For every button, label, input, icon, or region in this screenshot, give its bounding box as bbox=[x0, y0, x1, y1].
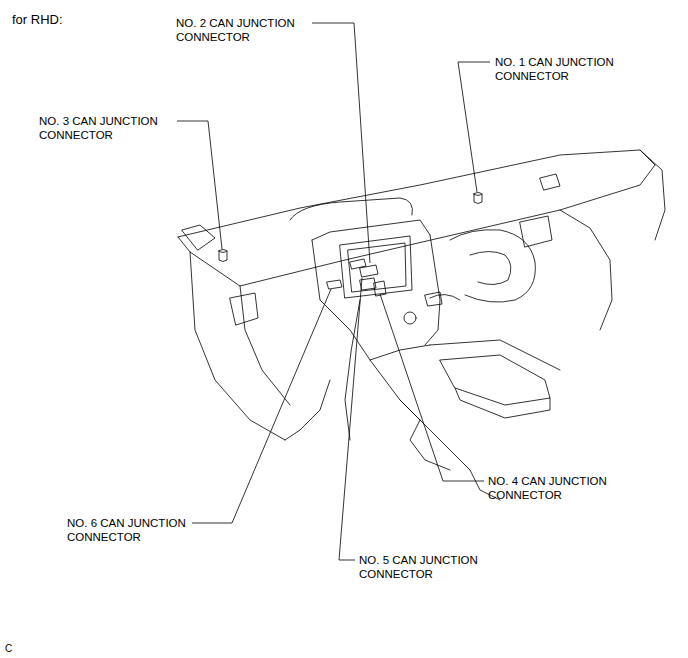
figure-code: C bbox=[5, 642, 12, 656]
part-label: NO. 6 CAN JUNCTION CONNECTOR bbox=[67, 516, 201, 544]
part-label: NO. 5 CAN JUNCTION CONNECTOR bbox=[359, 553, 493, 581]
part-label: NO. 3 CAN JUNCTION CONNECTOR bbox=[39, 114, 173, 142]
leader-lines bbox=[177, 23, 490, 560]
diagram-title: for RHD: bbox=[12, 13, 63, 27]
part-label: NO. 4 CAN JUNCTION CONNECTOR bbox=[488, 474, 622, 502]
part-label: NO. 2 CAN JUNCTION CONNECTOR bbox=[176, 16, 310, 44]
part-label: NO. 1 CAN JUNCTION CONNECTOR bbox=[495, 55, 629, 83]
